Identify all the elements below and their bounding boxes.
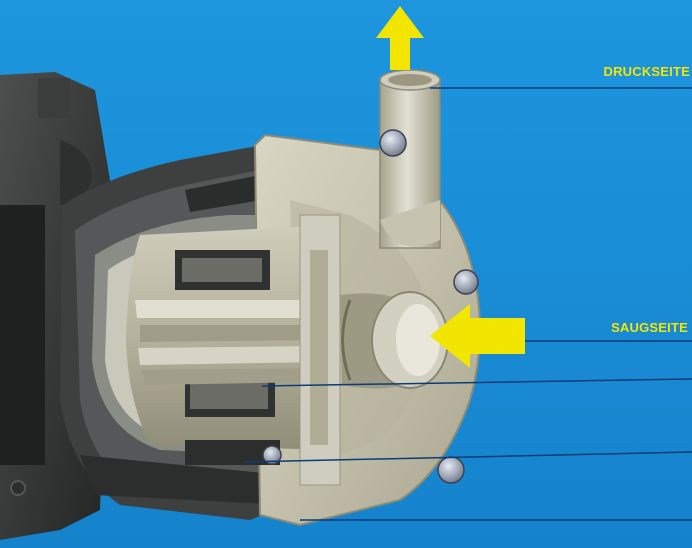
housing-bolts: [262, 129, 479, 484]
suction-inlet: [340, 291, 449, 389]
bolt-icon: [262, 445, 282, 465]
discharge-side-label: DRUCKSEITE: [603, 64, 690, 79]
leader-line-magnet-inner: [261, 378, 692, 387]
flow-arrows: [376, 6, 525, 368]
bolt-icon: [437, 456, 465, 484]
discharge-arrow-up-icon: [376, 6, 424, 70]
leader-line-magnet-outer: [244, 451, 692, 463]
discharge-pipe: [379, 69, 441, 249]
rotor-assembly: [126, 214, 341, 486]
suction-arrow-left-icon: [430, 304, 525, 368]
leader-lines: [244, 87, 692, 521]
bolt-icon: [379, 129, 407, 157]
bolt-icon: [453, 269, 479, 295]
suction-side-label: SAUGSEITE: [611, 320, 688, 335]
